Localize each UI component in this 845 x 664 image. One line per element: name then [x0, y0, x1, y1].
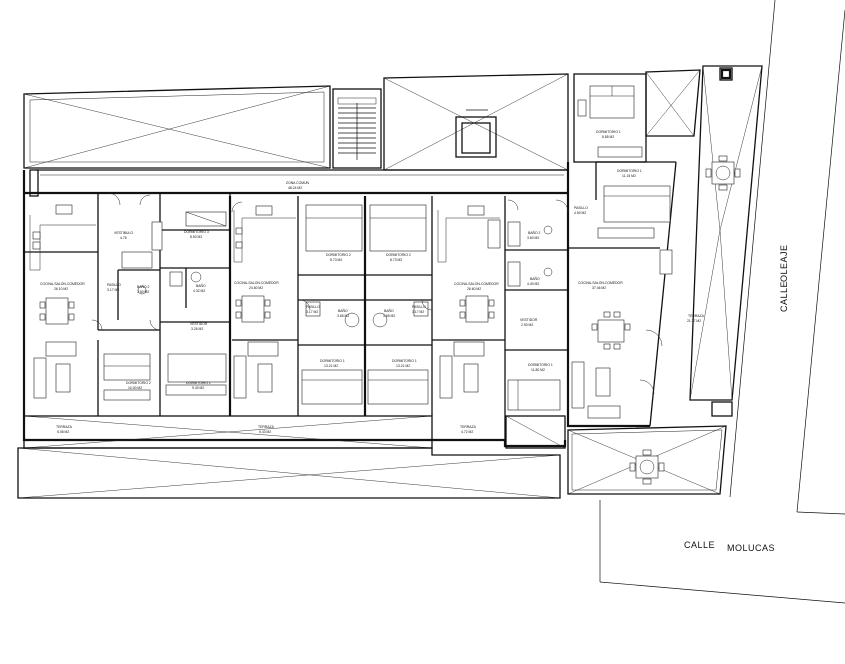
label-a-cocina: COCINA-SALON-COMEDOR [40, 282, 85, 286]
label-f-dorm-top: DORMITORIO 1 [596, 130, 621, 134]
area-f-cocina: 37.46 M2 [592, 286, 606, 290]
label-a-vestidor: VESTIDOR [190, 322, 208, 326]
area-f-dorm-top: 8.85 M2 [602, 135, 614, 139]
label-a-terraza: TERRAZA [56, 425, 73, 429]
street-east-name: CALLE [779, 281, 789, 312]
door-swings [91, 192, 663, 395]
label-f-cocina: COCINA-SALON-COMEDOR [578, 281, 623, 285]
area-a-dorm2: 10.00 M2 [128, 386, 142, 390]
area-a-vestidor: 3.26 M2 [191, 327, 203, 331]
street-labels: CALLE OLEAJE CALLE MOLUCAS [684, 244, 789, 553]
unit-walls [24, 161, 676, 440]
terrace-table-top [705, 155, 741, 191]
area-c-dorm2: 8.73 M2 [330, 258, 342, 262]
area-a-vestibulo: 4.76 [120, 236, 127, 240]
area-a-bano2: 3.50 M2 [137, 290, 149, 294]
label-a-pasillo: PASILLO [107, 283, 121, 287]
area-f-dorm-upper: 11.15 M2 [622, 174, 636, 178]
label-f-dorm-upper: DORMITORIO 1 [617, 169, 642, 173]
area-f-bano2: 3.60 M2 [527, 236, 539, 240]
label-a-bano: BAÑO [196, 283, 206, 288]
area-a-dorm1: 9.40 M2 [192, 386, 204, 390]
area-c-dorm1: 13.21 M2 [324, 364, 338, 368]
area-a-dorm3: 8.50 M2 [190, 235, 202, 239]
street-south-name: CALLE [684, 540, 715, 550]
label-f-bano: BAÑO [530, 276, 540, 281]
furniture [29, 185, 727, 495]
label-f-terraza: TERRAZA [688, 314, 705, 318]
area-f-vestidor: 2.90 M2 [521, 323, 533, 327]
label-c-pasillo: PASILLO [306, 305, 320, 309]
label-c-bano: BAÑO [338, 308, 348, 313]
label-b-cocina: COCINA-SALON-COMEDOR [234, 281, 279, 285]
terrace-table-bottom [629, 449, 665, 485]
label-f-vestidor: VESTIDOR [520, 318, 538, 322]
area-f-dorm1: 11.80 M2 [531, 368, 545, 372]
label-c-dorm1: DORMITORIO 1 [320, 359, 345, 363]
area-e-terraza: 4.72 M2 [461, 430, 473, 434]
area-d-pasillo: 3.17 M2 [412, 310, 424, 314]
label-a-dorm2: DORMITORIO 2 [126, 381, 151, 385]
upper-voids [23, 65, 763, 417]
label-d-bano: BAÑO [384, 308, 394, 313]
label-f-bano2: BAÑO 2 [528, 230, 541, 235]
area-f-bano: 4.40 M2 [527, 282, 539, 286]
area-zona-comun: 48.24 M2 [288, 186, 302, 190]
area-b-cocina: 24.60 M2 [249, 286, 263, 290]
label-f-dorm1: DORMITORIO 1 [528, 363, 553, 367]
label-d-dorm1: DORMITORIO 1 [392, 359, 417, 363]
label-b-terraza: TERRAZA [258, 425, 275, 429]
label-a-vestibulo: VESTIBULO [114, 231, 133, 235]
area-d-bano: 3.65 M2 [383, 314, 395, 318]
label-d-dorm2: DORMITORIO 2 [386, 253, 411, 257]
area-f-pasillo: 4.50 M2 [574, 211, 586, 215]
label-e-cocina: COCINA-SALON-COMEDOR [454, 282, 499, 286]
label-a-dorm1: DORMITORIO 1 [186, 381, 211, 385]
street-east-value: OLEAJE [779, 244, 789, 282]
area-d-dorm1: 13.21 M2 [396, 364, 410, 368]
area-f-terraza: 21.37 M2 [687, 319, 701, 323]
area-a-bano: 4.32 M2 [193, 289, 205, 293]
area-c-pasillo: 3.17 M2 [306, 310, 318, 314]
area-d-dorm2: 8.73 M2 [390, 258, 402, 262]
label-a-bano2: BAÑO 2 [137, 284, 150, 289]
label-f-pasillo: PASILLO [574, 206, 588, 210]
room-labels: ZONA COMUN 48.24 M2 VESTIBULO 4.76 PASIL… [40, 130, 705, 434]
area-e-cocina: 26.60 M2 [467, 287, 481, 291]
label-d-pasillo: PASILLO [412, 305, 426, 309]
label-a-dorm3: DORMITORIO 3 [184, 230, 209, 234]
label-c-dorm2: DORMITORIO 2 [326, 253, 351, 257]
area-b-terraza: 5.43 M2 [259, 430, 271, 434]
area-a-cocina: 26.10 M2 [54, 287, 68, 291]
area-c-bano: 3.65 M2 [337, 314, 349, 318]
building-outline [17, 161, 677, 499]
street-south-value: MOLUCAS [727, 543, 775, 553]
staircase [337, 97, 377, 160]
label-zona-comun: ZONA COMUN [286, 181, 310, 185]
label-e-terraza: TERRAZA [460, 425, 477, 429]
area-a-pasillo: 3.17 M2 [107, 288, 119, 292]
area-a-terraza: 5.08 M2 [57, 430, 69, 434]
